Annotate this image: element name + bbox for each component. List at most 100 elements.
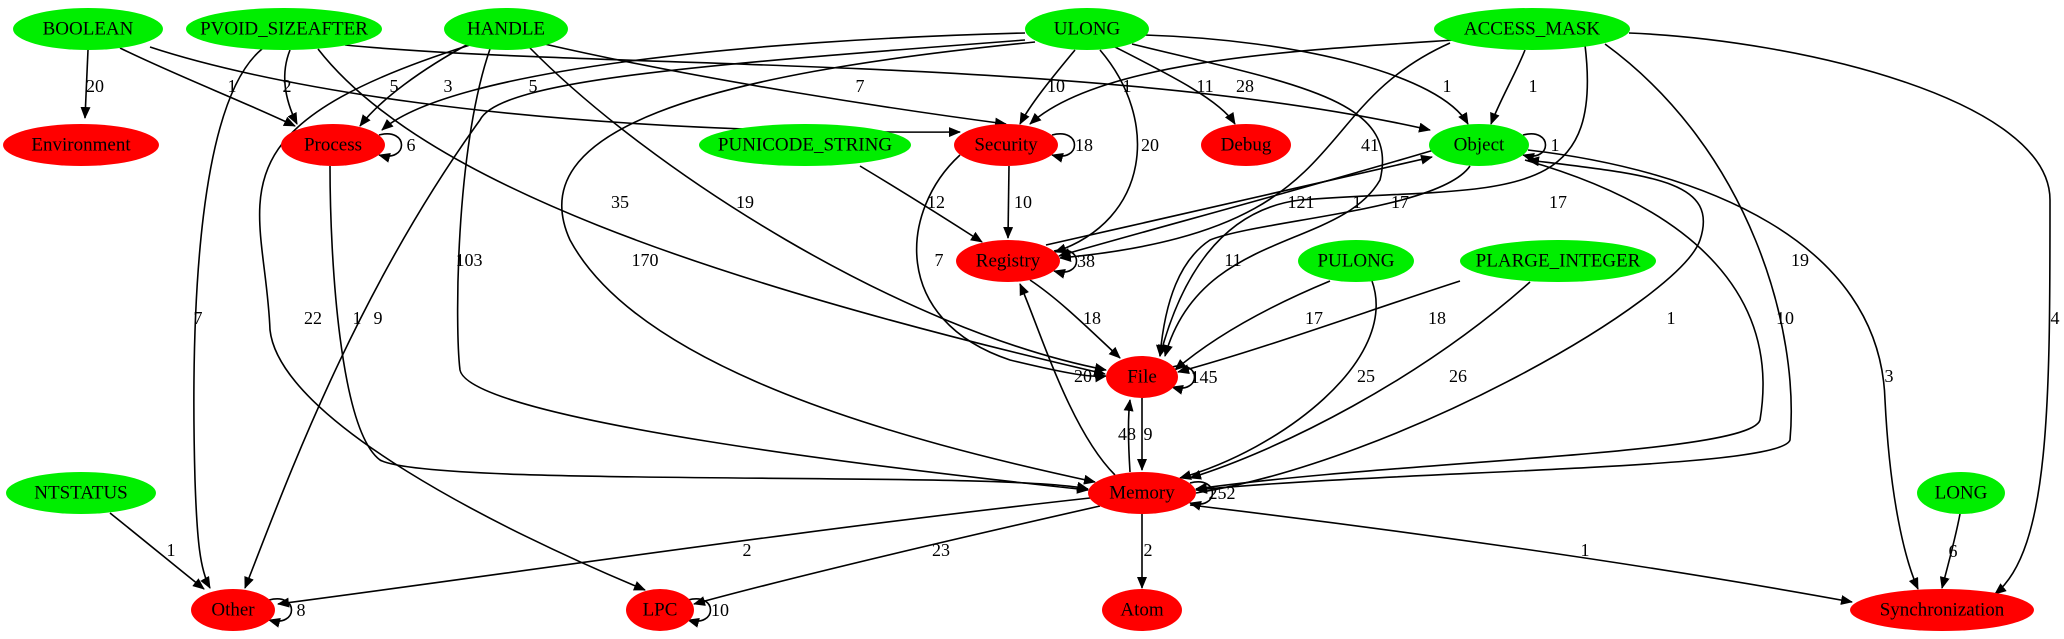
edge-label-process-to-memory: 1 <box>353 308 362 328</box>
node-handle-label: HANDLE <box>467 19 545 40</box>
edge-memory-to-lpc <box>693 505 1101 606</box>
node-long: LONG <box>1917 472 2005 514</box>
edge-handle-to-security <box>539 42 1007 128</box>
edge-handle-to-file <box>529 47 1107 373</box>
edge-label-access-mask-to-memory: 19 <box>1791 250 1809 270</box>
edge-label-ulong-to-other: 9 <box>374 308 383 328</box>
node-punicode-string: PUNICODE_STRING <box>699 124 911 166</box>
edge-label-memory-to-object: 1 <box>1667 308 1676 328</box>
edge-pvoid-sizeafter-to-file <box>317 48 1106 377</box>
edge-label-handle-to-memory: 103 <box>456 250 483 270</box>
node-boolean-shape <box>13 8 163 50</box>
edge-label-security-to-file: 7 <box>935 250 944 270</box>
edge-label-handle-to-lpc: 22 <box>304 308 322 328</box>
edge-label-ulong-to-debug: 28 <box>1236 76 1254 96</box>
edge-pulong-to-file <box>1174 280 1331 371</box>
node-punicode-string-label: PUNICODE_STRING <box>718 135 892 156</box>
edge-ulong-to-file <box>1131 43 1384 357</box>
edge-access-mask-to-object <box>1490 49 1526 125</box>
edge-ntstatus-to-other <box>109 512 205 590</box>
node-ulong-shape <box>1025 8 1149 50</box>
edge-label-memory-to-other: 2 <box>743 540 752 560</box>
edge-ulong-to-debug <box>1114 46 1236 125</box>
node-synchronization-label: Synchronization <box>1880 600 2005 621</box>
edge-ulong-to-memory <box>560 41 1096 485</box>
edge-access-mask-to-security <box>1029 39 1456 125</box>
edge-ulong-to-other <box>244 39 1026 589</box>
node-file-label: File <box>1127 367 1157 388</box>
node-lpc: LPC <box>626 589 694 631</box>
edge-label-other-to-other: 8 <box>297 600 306 620</box>
node-process-shape <box>281 124 385 166</box>
edge-pulong-to-memory <box>1179 280 1377 480</box>
node-pulong: PULONG <box>1298 240 1414 282</box>
nodes-layer: BOOLEAN PVOID_SIZEAFTER HANDLE ULONG ACCESS_… <box>3 8 2034 631</box>
edge-label-memory-to-synchronization: 1 <box>1581 540 1590 560</box>
node-plarge-integer-label: PLARGE_INTEGER <box>1476 251 1641 272</box>
edge-label-access-mask-to-object: 1 <box>1529 76 1538 96</box>
edge-boolean-to-security <box>149 46 961 138</box>
edge-label-handle-to-process: 5 <box>390 76 399 96</box>
edge-label-security-to-security: 18 <box>1075 135 1093 155</box>
node-ulong-label: ULONG <box>1054 19 1121 40</box>
edge-label-ulong-to-process: 5 <box>529 76 538 96</box>
edge-security-to-registry <box>1003 165 1014 239</box>
edge-process-to-process <box>378 133 403 163</box>
edge-label-registry-to-file: 18 <box>1083 308 1101 328</box>
edge-label-object-to-registry: 1 <box>1353 192 1362 212</box>
edge-memory-to-object <box>1195 156 1705 494</box>
node-ntstatus-shape <box>6 472 156 514</box>
edge-label-pvoid-sizeafter-to-file: 35 <box>611 192 629 212</box>
edge-access-mask-to-registry <box>1059 42 1451 262</box>
edge-label-punicode-string-to-registry: 12 <box>927 192 945 212</box>
node-environment-shape <box>3 124 159 166</box>
node-memory-shape <box>1088 472 1196 514</box>
edge-object-to-object <box>1522 133 1547 163</box>
edge-security-to-security <box>1051 133 1076 163</box>
edge-label-object-to-memory: 10 <box>1776 308 1794 328</box>
edge-label-ulong-to-registry: 20 <box>1141 135 1159 155</box>
node-long-label: LONG <box>1935 483 1988 504</box>
edge-ulong-to-process <box>381 32 1026 131</box>
edge-long-to-synchronization <box>1939 513 1961 589</box>
edge-label-access-mask-to-security: 11 <box>1196 76 1213 96</box>
node-pvoid-sizeafter-label: PVOID_SIZEAFTER <box>200 19 368 40</box>
node-registry: Registry <box>956 240 1060 282</box>
edge-label-file-to-memory: 9 <box>1144 424 1153 444</box>
edge-label-ulong-to-memory: 170 <box>632 250 659 270</box>
edge-label-plarge-integer-to-memory: 26 <box>1449 366 1467 386</box>
edge-handle-to-lpc <box>258 44 646 591</box>
edge-label-handle-to-file: 19 <box>736 192 754 212</box>
node-file-shape <box>1106 356 1178 398</box>
edge-access-mask-to-memory <box>1195 43 1793 494</box>
edge-label-boolean-to-process: 1 <box>228 76 237 96</box>
node-environment: Environment <box>3 124 159 166</box>
edge-label-object-to-file: 11 <box>1224 250 1241 270</box>
edge-object-to-registry <box>1058 149 1435 258</box>
edge-object-to-file <box>1156 165 1471 357</box>
edge-label-memory-to-atom: 2 <box>1144 540 1153 560</box>
node-debug: Debug <box>1201 124 1291 166</box>
edge-access-mask-to-synchronization <box>1628 32 2051 595</box>
edge-registry-to-object <box>1045 154 1433 246</box>
edge-label-memory-to-registry: 20 <box>1074 366 1092 386</box>
edge-label-access-mask-to-file: 17 <box>1549 192 1567 212</box>
node-other: Other <box>191 589 275 631</box>
edge-other-to-other <box>268 598 293 628</box>
node-boolean: BOOLEAN <box>13 8 163 50</box>
edge-label-plarge-integer-to-file: 18 <box>1428 308 1446 328</box>
node-access-mask: ACCESS_MASK <box>1434 8 1630 50</box>
edge-pvoid-sizeafter-to-other <box>193 48 263 589</box>
node-pvoid-sizeafter: PVOID_SIZEAFTER <box>186 8 382 50</box>
edges-layer <box>80 32 2051 628</box>
edge-label-registry-to-object: 17 <box>1391 192 1409 212</box>
edge-security-to-file <box>915 154 1107 383</box>
node-plarge-integer: PLARGE_INTEGER <box>1460 240 1656 282</box>
node-debug-label: Debug <box>1221 135 1272 156</box>
edge-pvoid-sizeafter-to-process <box>283 49 298 125</box>
node-object: Object <box>1429 124 1529 166</box>
node-process: Process <box>281 124 385 166</box>
node-security-shape <box>954 124 1058 166</box>
